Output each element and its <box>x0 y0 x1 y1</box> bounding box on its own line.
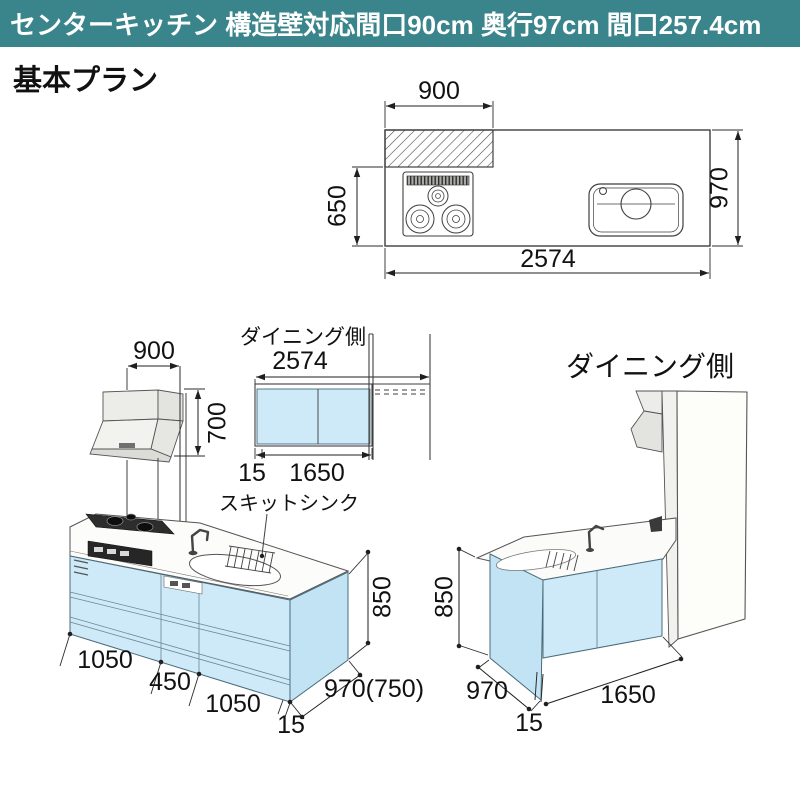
drawer-lines <box>69 574 291 686</box>
dining-dimensions: 850 970 15 1650 <box>431 546 684 737</box>
front-bottom-dimensions: 1050 450 1050 15 <box>59 631 305 739</box>
plan-dim-hood-width: 900 <box>418 77 460 105</box>
range-hood-dining <box>630 390 663 453</box>
end-vent-grille <box>73 559 89 576</box>
dish-rack <box>224 545 276 574</box>
front-dim-hood-width: 900 <box>133 337 175 365</box>
dining-dim-height: 850 <box>431 576 459 618</box>
front-dim-seg3: 1050 <box>205 690 261 718</box>
front-dim-seg1: 1050 <box>77 646 133 674</box>
dining-label: ダイニング側 <box>566 351 734 382</box>
sink-label: スキットシンク <box>219 492 359 515</box>
sink-plan <box>588 183 684 237</box>
sink-label-leader <box>261 513 268 556</box>
kitchen-island-dining <box>475 516 677 703</box>
sink-iso <box>188 528 281 587</box>
cabinet-end-panel <box>289 571 349 703</box>
grill-control-panel <box>87 540 153 567</box>
cooktop-iso <box>85 513 175 535</box>
base-cabinet-doors <box>256 388 371 445</box>
elevation-dim-panel: 15 <box>238 459 266 487</box>
kitchen-island-front <box>69 513 350 703</box>
top-view-plan: 900 650 970 2574 <box>324 77 743 279</box>
front-dim-depth: 970(750) <box>324 675 424 703</box>
product-title: センターキッチン 構造壁対応間口90cm 奥行97cm 間口257.4cm <box>10 10 762 40</box>
diagram-canvas: 基本プラン <box>13 64 748 739</box>
hidden-lines <box>375 389 428 395</box>
plan-heading: 基本プラン <box>13 64 158 97</box>
elevation-dim-width: 2574 <box>272 347 328 375</box>
cooktop-edge-dining <box>649 516 662 532</box>
plan-dim-total-width: 2574 <box>520 245 576 273</box>
front-dim-height: 850 <box>369 576 397 618</box>
elevation-label: ダイニング側 <box>240 326 366 349</box>
back-doors-dining <box>542 558 663 659</box>
front-depth-dimension: 970(750) <box>290 660 424 720</box>
dining-isometric-view: ダイニング側 <box>431 351 748 737</box>
hood-switch <box>119 443 135 448</box>
gas-cooktop-plan <box>402 171 474 237</box>
dining-dim-width: 1650 <box>600 681 656 709</box>
front-isometric-view: 900 700 <box>59 337 424 739</box>
front-height-dimension: 850 <box>348 549 397 660</box>
faucet-dining <box>586 524 605 552</box>
elevation-dim-cabinet: 1650 <box>289 459 345 487</box>
title-bar: センターキッチン 構造壁対応間口90cm 奥行97cm 間口257.4cm <box>0 0 800 47</box>
middle-drawer-detail <box>163 575 203 595</box>
dining-dim-depth: 970 <box>466 677 508 705</box>
plan-dim-depth-left: 650 <box>324 185 352 227</box>
range-hood-icon <box>89 389 184 463</box>
sink-dining <box>495 549 579 572</box>
plan-dimensions: 900 650 970 2574 <box>324 77 743 279</box>
front-dim-seg2: 450 <box>149 668 191 696</box>
front-dim-hood-height: 700 <box>204 402 232 444</box>
structural-wall-hatch <box>384 129 494 168</box>
dining-dim-panel: 15 <box>515 709 543 737</box>
faucet-icon <box>188 528 210 556</box>
grill-vent <box>406 175 470 186</box>
panel-thickness-ticks <box>534 671 544 703</box>
dining-elevation-view: ダイニング側 2574 15 1650 <box>238 326 431 487</box>
plan-dim-depth-right: 970 <box>706 167 734 209</box>
